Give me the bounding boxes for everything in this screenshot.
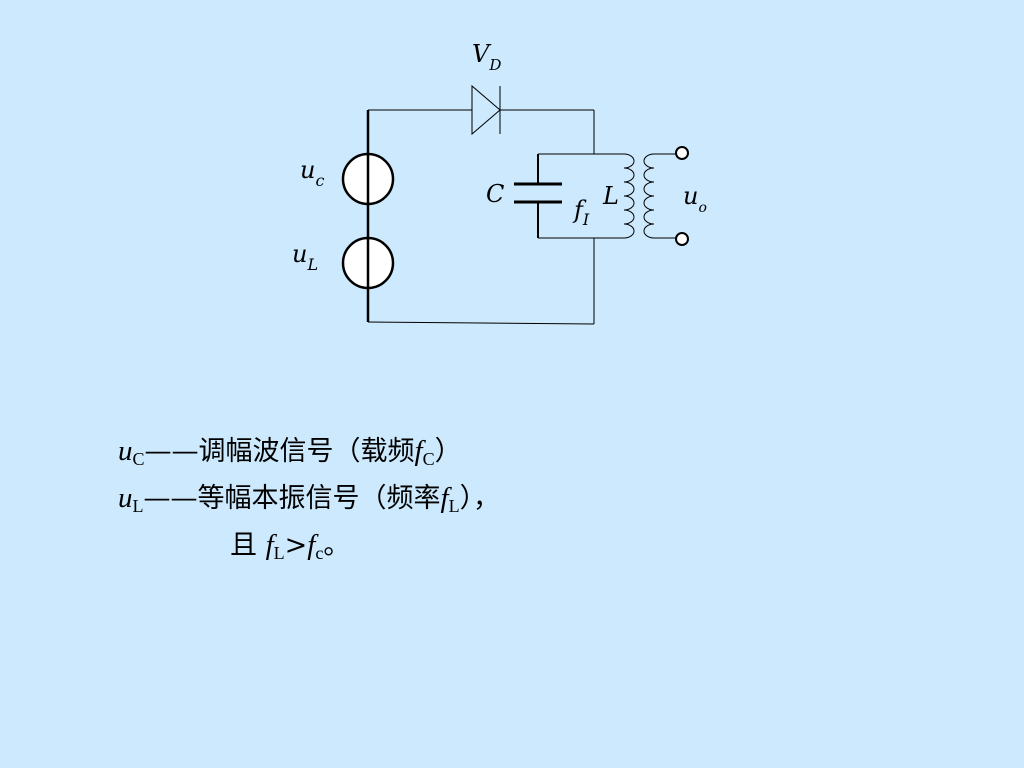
var-f: f <box>440 482 449 514</box>
sub-fl: L <box>448 496 460 516</box>
sub-fc: C <box>422 449 435 469</box>
desc-tail: ） <box>434 436 462 467</box>
description-line-ul: uL——等幅本振信号（频率fL）， <box>118 475 500 522</box>
output-terminal-bottom <box>675 232 689 246</box>
secondary-coil-symbol <box>643 153 655 239</box>
sub-c2: c <box>315 543 324 563</box>
description-line-condition: 且 fL>fc。 <box>118 522 500 569</box>
sub-l1: L <box>273 543 285 563</box>
description-block: uC——调幅波信号（载频fC） uL——等幅本振信号（频率fL）， 且 fL>f… <box>118 428 500 569</box>
mixer-circuit-diagram: VD uc uL C L fI uo <box>292 40 707 325</box>
label-diode: VD <box>472 40 501 74</box>
source-ul-symbol <box>341 236 395 290</box>
label-uo: uo <box>683 182 707 216</box>
primary-coil-symbol <box>623 153 635 239</box>
label-capacitor: C <box>486 180 504 208</box>
label-uc: uc <box>300 156 324 190</box>
diode-symbol <box>471 84 501 136</box>
label-ul: uL <box>292 240 318 274</box>
label-fi: fI <box>572 196 590 229</box>
var-u: u <box>118 482 133 514</box>
var-u: u <box>118 435 133 467</box>
description-line-uc: uC——调幅波信号（载频fC） <box>118 428 500 475</box>
output-terminal-top <box>675 146 689 160</box>
condition-operator: > <box>284 530 308 561</box>
var-f: f <box>414 435 423 467</box>
capacitor-symbol <box>514 182 562 204</box>
condition-tail: 。 <box>323 530 351 561</box>
source-uc-symbol <box>341 152 395 206</box>
var-f1: f <box>265 529 274 561</box>
sub-l: L <box>132 496 144 516</box>
desc-text: ——等幅本振信号（频率 <box>143 483 441 514</box>
var-f2: f <box>307 529 316 561</box>
wire-bottom <box>367 321 595 325</box>
label-inductor: L <box>602 182 619 210</box>
desc-text: ——调幅波信号（载频 <box>144 436 415 467</box>
condition-prefix: 且 <box>230 530 257 561</box>
desc-tail: ）， <box>459 483 501 514</box>
sub-c: C <box>132 449 145 469</box>
